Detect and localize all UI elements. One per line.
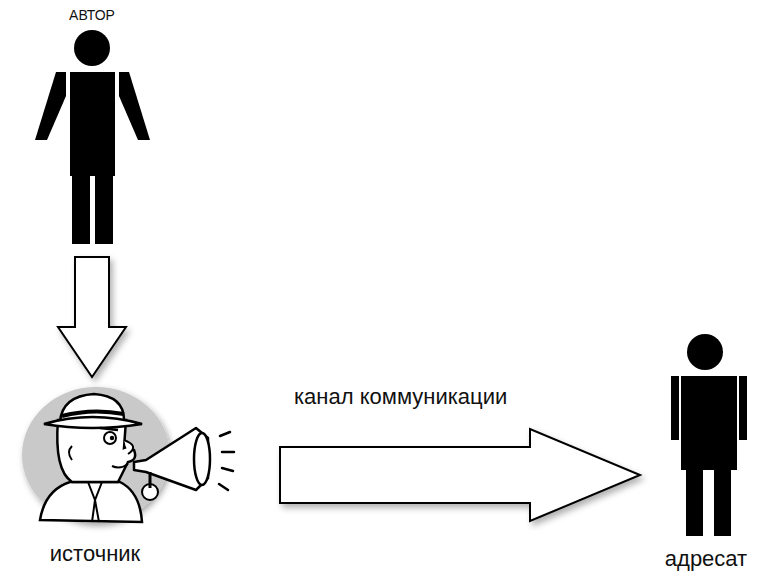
source-node: источник	[18, 385, 218, 570]
node-label: источник	[50, 542, 140, 566]
edge-label: канал коммуникации	[294, 385, 507, 409]
author-figure	[35, 30, 150, 244]
block-arrow	[58, 257, 126, 377]
source-cartoon	[22, 387, 234, 523]
addressee-node: адресат	[648, 330, 776, 575]
addressee-figure	[671, 334, 747, 536]
node-label: адресат	[665, 547, 747, 571]
block-arrow	[280, 429, 640, 521]
author-node: АВТОР	[30, 4, 160, 249]
node-label: АВТОР	[69, 8, 115, 23]
